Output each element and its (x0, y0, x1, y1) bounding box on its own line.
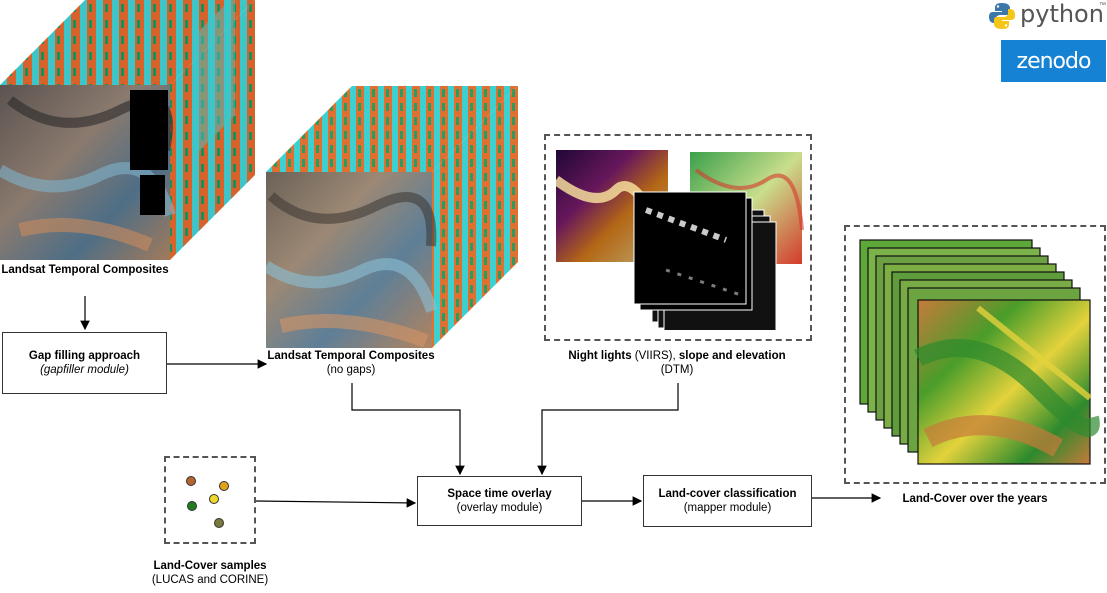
gap-filling-subtitle: (gapfiller module) (40, 363, 129, 377)
landsat-cube-with-gaps (0, 0, 260, 262)
classification-subtitle: (mapper module) (684, 501, 772, 515)
landsat-cube-no-gaps (266, 86, 522, 348)
overlay-box: Space time overlay (overlay module) (417, 476, 582, 526)
covariate-rasters (556, 150, 806, 330)
landsat-nogaps-label: Landsat Temporal Composites (no gaps) (266, 349, 436, 377)
classification-box: Land-cover classification (mapper module… (643, 475, 812, 527)
landsat-input-label: Landsat Temporal Composites (0, 263, 170, 277)
zenodo-wordmark: zenodo (1017, 49, 1091, 74)
sample-point (209, 494, 219, 504)
covariates-label: Night lights (VIIRS), slope and elevatio… (546, 349, 808, 377)
sample-point (219, 481, 229, 491)
landcover-map-stack (858, 238, 1102, 472)
python-tm: ™ (1099, 2, 1106, 9)
classification-title: Land-cover classification (658, 487, 796, 501)
output-label: Land-Cover over the years (880, 492, 1070, 506)
gap-filling-title: Gap filling approach (29, 349, 140, 363)
sample-point (187, 501, 197, 511)
python-logo: python ™ (988, 0, 1106, 32)
sample-point (214, 518, 224, 528)
gap-filling-box: Gap filling approach (gapfiller module) (2, 332, 167, 394)
overlay-subtitle: (overlay module) (457, 501, 543, 515)
samples-label: Land-Cover samples(LUCAS and CORINE) (130, 559, 290, 587)
python-snake-icon (988, 2, 1016, 30)
python-wordmark: python (1020, 0, 1104, 28)
overlay-title: Space time overlay (447, 487, 551, 501)
sample-point (186, 476, 196, 486)
zenodo-logo: zenodo (1001, 40, 1106, 82)
